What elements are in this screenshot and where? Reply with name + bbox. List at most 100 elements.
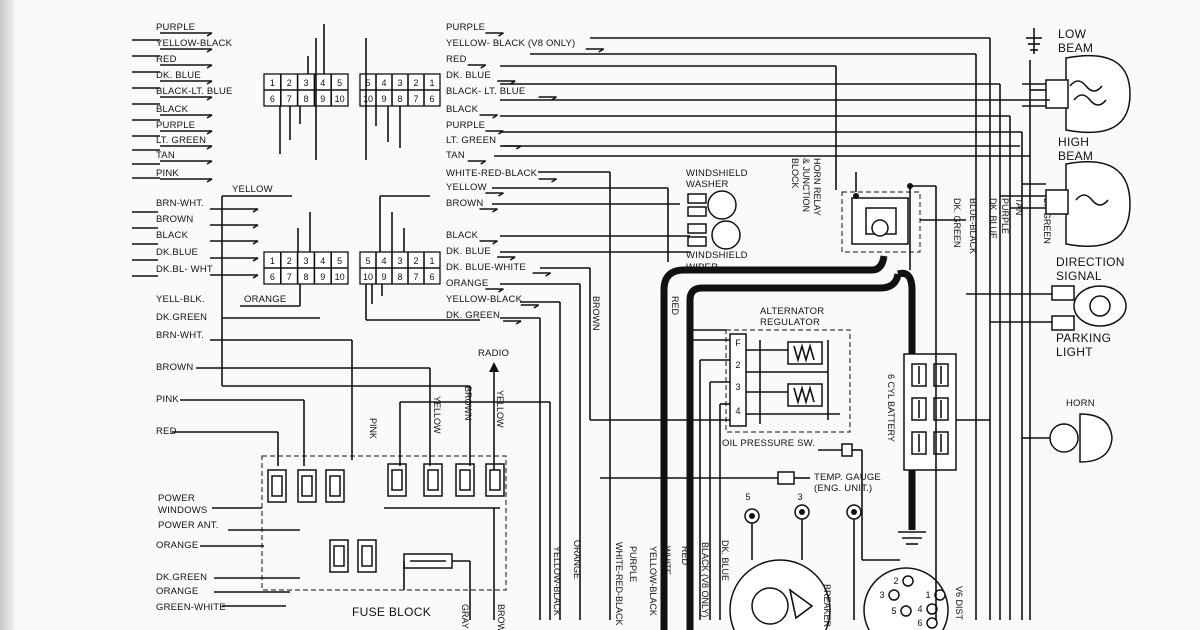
cb-c-top-2: 3: [303, 256, 308, 266]
label-parking-1: PARKING: [1056, 331, 1111, 345]
label-horn: HORN: [1066, 398, 1095, 409]
wire-label-tr-0: PURPLE: [446, 22, 485, 33]
wire-label-right-v-3: PURPLE: [1000, 198, 1010, 234]
breaker: BREAKER: [729, 559, 832, 630]
label-v-gray: GRAY: [460, 604, 470, 629]
cb-c-top-4: 5: [337, 256, 342, 266]
fuse-block: FUSE BLOCK: [261, 455, 507, 619]
headlamps: LOW BEAM HIGH BEAM: [1026, 27, 1131, 247]
label-oil-pressure: OIL PRESSURE SW.: [722, 438, 815, 449]
cb-b-bot-0: 10: [363, 94, 373, 104]
cb-d-top-0: 5: [365, 256, 370, 266]
wire-label-ll-4: DK.BL- WHT: [156, 264, 213, 275]
cb-d-bot-2: 8: [397, 272, 402, 282]
cb-b-top-4: 1: [429, 78, 434, 88]
wire-label-tl-7: LT. GREEN: [156, 135, 206, 146]
wire-label-bottom-v-6: RED: [680, 546, 690, 566]
dist-terminal-0: 3: [879, 590, 884, 600]
wire-label-bottom-v-0: ORANGE: [572, 540, 582, 579]
cb-c-bot-0: 6: [270, 272, 275, 282]
label-direction-1: DIRECTION: [1056, 255, 1125, 269]
alt-terminal-2: 3: [735, 382, 740, 392]
wire-label-tl-3: DK. BLUE: [156, 70, 201, 81]
label-breaker: BREAKER: [822, 584, 832, 628]
wire-label-ll-0: BRN-WHT.: [156, 198, 204, 209]
label-low-2: BEAM: [1058, 41, 1093, 55]
horn-relay: HORN RELAY & JUNCTION BLOCK: [790, 158, 921, 253]
battery: 6 CYL BATTERY: [886, 353, 957, 545]
wire-routing: [132, 24, 1052, 620]
wire-label-tl-1: YELLOW-BLACK: [156, 38, 233, 49]
label-terminal-5: 5: [745, 492, 750, 502]
cb-b-bot-2: 8: [397, 94, 402, 104]
wire-label-lr-0: YELLOW: [446, 182, 487, 193]
alt-terminal-3: 4: [735, 406, 740, 416]
wire-label-tl-6: PURPLE: [156, 120, 195, 131]
cb-b-top-0: 5: [365, 78, 370, 88]
dist-terminal-3: 4: [917, 604, 922, 614]
label-direction-2: SIGNAL: [1056, 269, 1102, 283]
label-high-1: HIGH: [1058, 135, 1089, 149]
wire-label-bottom-v-1: YELLOW-BLACK: [552, 546, 562, 616]
label-alt-2: REGULATOR: [760, 317, 820, 328]
cb-b-top-1: 4: [381, 78, 386, 88]
cb-d-top-4: 1: [429, 256, 434, 266]
cb-c-top-0: 1: [270, 256, 275, 266]
scan-edge: [0, 0, 14, 630]
label-temp-1: TEMP. GAUGE: [814, 472, 881, 483]
label-parking-2: LIGHT: [1056, 345, 1093, 359]
wire-label-right-v-2: DK. BLUE: [988, 198, 998, 239]
wire-label-bottom-v-3: PURPLE: [628, 546, 638, 582]
label-v-yellow: YELLOW: [432, 396, 442, 434]
cb-c-bot-3: 9: [320, 272, 325, 282]
wire-label-tl-8: TAN: [156, 150, 175, 161]
cb-d-top-3: 2: [413, 256, 418, 266]
label-radio: RADIO: [478, 348, 509, 359]
label-power: POWER: [158, 493, 195, 504]
cb-b-bot-1: 9: [381, 94, 386, 104]
wire-label-right-v-1: BLUE-BLACK: [968, 198, 978, 254]
wire-label-tr-6: PURPLE: [446, 120, 485, 131]
wire-label-left-lower-0: YELL-BLK.: [156, 294, 205, 305]
cb-a-bot-2: 8: [303, 94, 308, 104]
battery-cable: [660, 255, 916, 630]
label-v-red: RED: [670, 296, 680, 316]
cb-a-top-1: 2: [287, 78, 292, 88]
label-low-1: LOW: [1058, 27, 1087, 41]
label-washer-2: WASHER: [686, 179, 729, 190]
cb-a-bot-4: 10: [335, 94, 345, 104]
cb-d-bot-1: 9: [381, 272, 386, 282]
wire-label-tr-8: TAN: [446, 150, 465, 161]
wire-label-tr-9: WHITE-RED-BLACK: [446, 168, 538, 179]
cb-d-top-1: 4: [381, 256, 386, 266]
wire-label-bottom-v-4: YELLOW-BLACK: [648, 546, 658, 616]
wire-label-lr-2: BLACK: [446, 230, 479, 241]
label-yellow-top: YELLOW: [232, 184, 273, 195]
cb-d-bot-3: 7: [413, 272, 418, 282]
wire-label-lr-3: DK. BLUE: [446, 246, 491, 257]
alt-terminal-1: 2: [735, 360, 740, 370]
wire-label-tl-9: PINK: [156, 168, 179, 179]
label-v-brown: BROWN: [463, 386, 473, 421]
wire-label-ll-1: BROWN: [156, 214, 193, 225]
dist-terminal-1: 2: [893, 576, 898, 586]
label-battery: 6 CYL BATTERY: [886, 374, 896, 442]
cb-a-top-3: 4: [320, 78, 325, 88]
dist-terminal-5: 6: [917, 618, 922, 628]
wire-label-left-bottom-0: ORANGE: [156, 540, 198, 551]
label-distributor: V6 DIST: [954, 586, 964, 621]
label-v-pink: PINK: [368, 418, 378, 439]
cb-b-bot-4: 6: [429, 94, 434, 104]
cb-c-bot-2: 8: [303, 272, 308, 282]
label-fuse-block: FUSE BLOCK: [352, 605, 431, 619]
cb-a-bot-1: 7: [287, 94, 292, 104]
cb-d-bot-4: 6: [429, 272, 434, 282]
wire-label-tr-7: LT. GREEN: [446, 135, 496, 146]
wire-label-right-v-0: DK. GREEN: [952, 198, 962, 248]
